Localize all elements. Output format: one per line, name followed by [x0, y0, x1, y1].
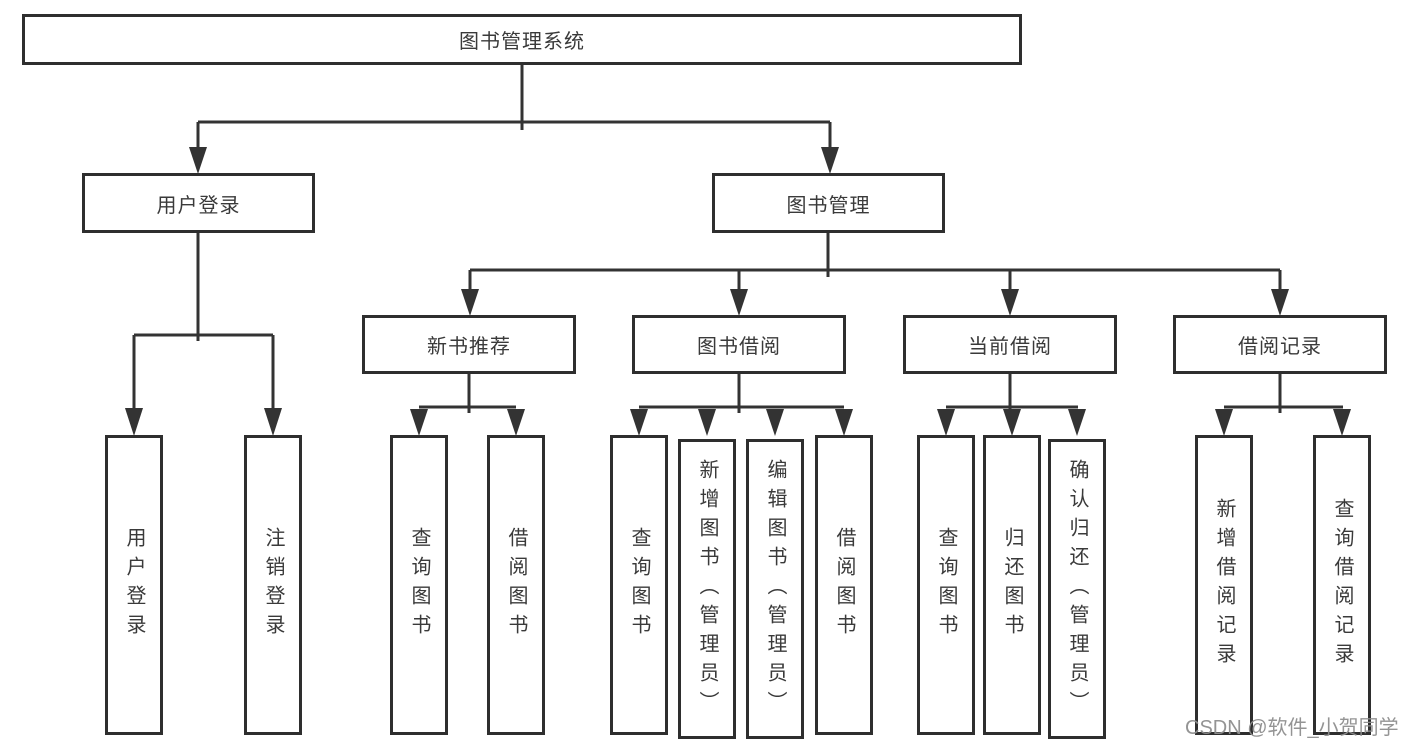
leaf-confirm-return-admin: 确认归还（管理员） [1048, 439, 1106, 739]
node-borrow-records-label: 借阅记录 [1238, 336, 1322, 358]
leaf-query-books-current: 查询图书 [917, 435, 975, 735]
node-current-borrow-label: 当前借阅 [968, 336, 1052, 358]
node-root: 图书管理系统 [22, 14, 1022, 65]
leaf-label: 用户登录 [123, 527, 145, 643]
node-new-book-recommend: 新书推荐 [362, 315, 576, 374]
leaf-query-books-recommend: 查询图书 [390, 435, 448, 735]
leaf-logout: 注销登录 [244, 435, 302, 735]
leaf-label: 借阅图书 [505, 527, 527, 643]
leaf-borrow-books: 借阅图书 [815, 435, 873, 735]
leaf-label: 查询图书 [935, 527, 957, 643]
node-current-borrow: 当前借阅 [903, 315, 1117, 374]
leaf-label: 新增借阅记录 [1213, 498, 1235, 672]
node-user-login: 用户登录 [82, 173, 315, 233]
leaf-label: 查询借阅记录 [1331, 498, 1353, 672]
leaf-label: 归还图书 [1001, 527, 1023, 643]
leaf-borrow-books-recommend: 借阅图书 [487, 435, 545, 735]
watermark: CSDN @软件_小贺同学 [1185, 717, 1399, 739]
leaf-label: 新增图书（管理员） [696, 458, 718, 720]
node-root-label: 图书管理系统 [459, 31, 585, 53]
leaf-label: 查询图书 [628, 527, 650, 643]
leaf-user-login: 用户登录 [105, 435, 163, 735]
leaf-label: 查询图书 [408, 527, 430, 643]
node-new-book-recommend-label: 新书推荐 [427, 336, 511, 358]
leaf-label: 编辑图书（管理员） [764, 458, 786, 720]
node-book-borrow-label: 图书借阅 [697, 336, 781, 358]
node-borrow-records: 借阅记录 [1173, 315, 1387, 374]
leaf-label: 确认归还（管理员） [1066, 458, 1088, 720]
leaf-query-borrow-record: 查询借阅记录 [1313, 435, 1371, 735]
leaf-query-books-borrow: 查询图书 [610, 435, 668, 735]
leaf-label: 注销登录 [262, 527, 284, 643]
node-book-management: 图书管理 [712, 173, 945, 233]
node-book-management-label: 图书管理 [786, 194, 871, 217]
node-user-login-label: 用户登录 [156, 194, 241, 217]
leaf-edit-books-admin: 编辑图书（管理员） [746, 439, 804, 739]
leaf-return-books: 归还图书 [983, 435, 1041, 735]
node-book-borrow: 图书借阅 [632, 315, 846, 374]
leaf-add-books-admin: 新增图书（管理员） [678, 439, 736, 739]
arrowheads [125, 147, 1351, 436]
leaf-label: 借阅图书 [833, 527, 855, 643]
leaf-add-borrow-record: 新增借阅记录 [1195, 435, 1253, 735]
